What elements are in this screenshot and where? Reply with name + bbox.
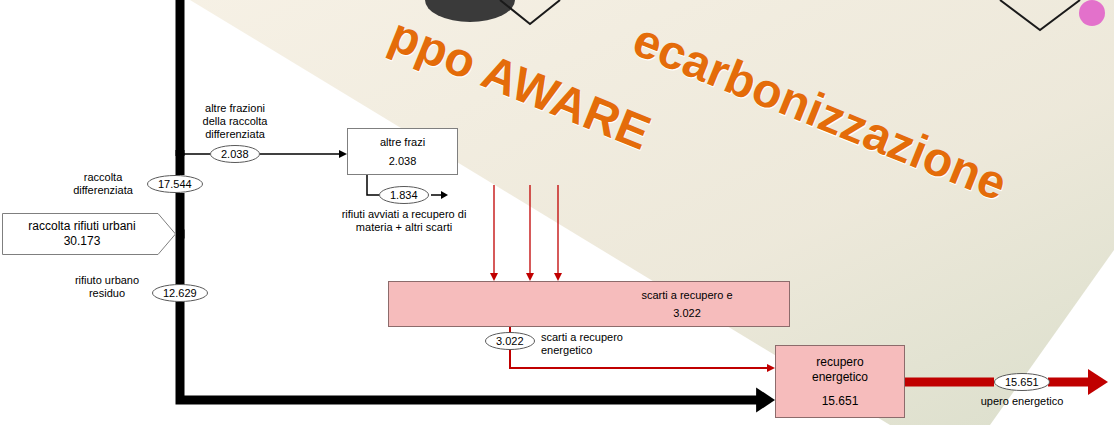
flow-connector — [260, 150, 347, 158]
flow-value: 30.173 — [64, 234, 101, 249]
flow-value-ellipse: 2.038altre frazioni della raccolta diffe… — [210, 145, 260, 163]
flow-line — [905, 378, 994, 387]
flow-value-ellipse: 1.834rifiuti avviati a recupero di mater… — [379, 186, 429, 204]
flow-box: scarti a recupero e 3.022 — [388, 281, 790, 327]
flow-connector — [176, 234, 180, 284]
arrow-head — [490, 273, 498, 281]
flow-line — [184, 153, 210, 155]
flow-box: recupero energetico 15.651 — [775, 345, 905, 418]
box-label: altre frazi — [380, 135, 425, 149]
scrap-flow-line — [493, 185, 494, 273]
flow-value-ellipse: 15.651upero energetico — [994, 373, 1050, 391]
flow-label: altre frazioni della raccolta differenzi… — [193, 102, 277, 141]
flow-value: 12.629 — [152, 284, 208, 302]
flow-label: rifiuto urbano residuo — [66, 274, 148, 300]
scrap-flow-line — [529, 185, 530, 273]
tile-outline — [500, 0, 560, 24]
flow-connector — [367, 175, 379, 195]
box-label: scarti a recupero e — [641, 288, 732, 302]
tile-outline — [1000, 0, 1080, 30]
flow-label: raccolta differenziata — [63, 171, 143, 197]
box-label: recupero energetico — [804, 355, 876, 385]
sphere-image — [425, 0, 515, 22]
flow-value: 3.022 — [485, 332, 535, 350]
ellipse-outline — [153, 285, 208, 302]
ellipse-outline — [211, 146, 260, 163]
flow-line — [176, 150, 185, 175]
trunk-line — [176, 0, 185, 156]
scrap-flow-line — [557, 185, 558, 273]
flow-label: rifiuti avviati a recupero di materia + … — [338, 208, 470, 234]
flow-value-ellipse: 12.629rifiuto urbano residuo — [152, 284, 208, 302]
flow-line — [367, 175, 379, 195]
flow-value: 1.834 — [379, 186, 429, 204]
material-flow-line — [431, 194, 441, 196]
ellipse-outline — [486, 333, 535, 350]
arrow-head — [441, 191, 448, 199]
flow-value: 2.038 — [389, 154, 417, 168]
flow-connector — [180, 150, 210, 175]
pentagon-outline — [3, 214, 176, 255]
ellipse-outline — [380, 187, 429, 204]
arrow-head — [756, 387, 775, 412]
pink-icon — [1079, 0, 1105, 26]
flow-value: 15.651 — [822, 394, 859, 409]
flow-box: altre frazi 2.038 — [347, 128, 458, 175]
flow-label: scarti a recupero energetico — [541, 331, 651, 357]
flow-line — [176, 193, 180, 234]
arrow-head — [767, 364, 775, 372]
flow-connector — [905, 382, 994, 383]
flow-value: 15.651 — [994, 373, 1050, 391]
arrow-head — [339, 150, 347, 158]
flow-value: 2.038 — [210, 145, 260, 163]
flow-line — [260, 153, 340, 155]
arrow-head — [1088, 369, 1108, 395]
flow-value: 3.022 — [673, 306, 701, 320]
flow-value-ellipse: 17.544raccolta differenziata — [147, 175, 203, 193]
output-flow-line — [1048, 378, 1090, 387]
banner-overlay — [190, 0, 1114, 425]
flow-label: upero energetico — [972, 395, 1072, 408]
source-pentagon: raccolta rifiuti urbani30.173 — [2, 213, 176, 255]
flow-line — [176, 234, 180, 284]
flow-line — [509, 327, 511, 332]
ellipse-outline — [995, 374, 1050, 391]
ellipse-outline — [148, 176, 203, 193]
arrow-head — [526, 273, 534, 281]
box-label: raccolta rifiuti urbani — [28, 219, 135, 234]
flow-value: 17.544 — [147, 175, 203, 193]
arrow-head — [554, 273, 562, 281]
flow-connector — [510, 327, 511, 332]
flow-connector — [176, 193, 180, 234]
flow-value-ellipse: 3.022scarti a recupero energetico — [485, 332, 535, 350]
